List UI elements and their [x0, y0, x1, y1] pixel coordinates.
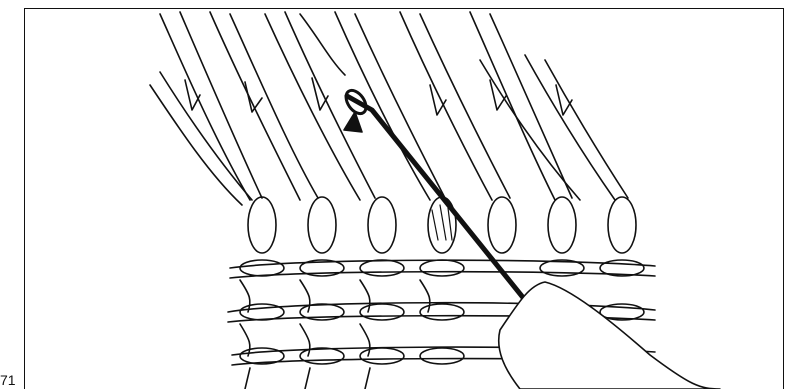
yarn-strands — [150, 12, 628, 205]
figure-number: 71 — [0, 373, 16, 387]
live-stitch-loops — [248, 197, 636, 253]
darning-needle-icon — [342, 87, 525, 300]
needle-sleeve — [499, 282, 720, 389]
